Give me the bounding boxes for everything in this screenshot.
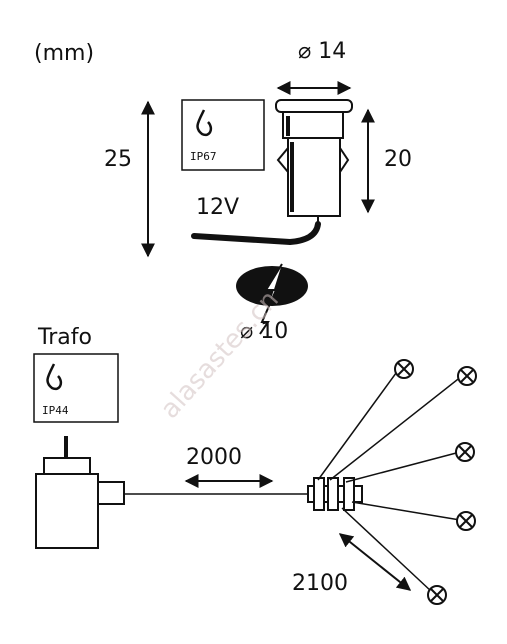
- ip67-badge: IP67: [181, 99, 265, 171]
- unit-label: (mm): [34, 41, 94, 66]
- lamp-icon: [394, 359, 414, 379]
- lamp-icon: [457, 366, 477, 386]
- main-cable-length-label: 2000: [186, 445, 242, 470]
- watermark: alasastes.cn: [155, 285, 285, 425]
- branch-cable: [329, 375, 463, 481]
- lamp-icon: [427, 585, 447, 605]
- drill-hole-icon: [236, 263, 308, 335]
- transformer-drawing: Trafo IP44 2000: [33, 325, 477, 605]
- branch-cable: [345, 451, 461, 483]
- spot-ip-rating: IP67: [190, 150, 217, 163]
- spot-diameter-label: ⌀ 14: [298, 39, 346, 64]
- branch-cable: [351, 501, 461, 521]
- spot-height-label: 20: [384, 147, 412, 172]
- hole-diameter-label: ⌀ 10: [240, 319, 288, 344]
- spot-light-drawing: ⌀ 14 20 25 IP67 12V: [104, 39, 412, 344]
- transformer-title: Trafo: [37, 325, 92, 350]
- branch-cable-length-arrow: [338, 533, 412, 591]
- branch-cable: [341, 507, 433, 593]
- spot-voltage-label: 12V: [196, 195, 239, 220]
- spot-light-body: [275, 99, 353, 224]
- spot-total-height-label: 25: [104, 147, 132, 172]
- water-drop-icon: [196, 109, 213, 137]
- water-drop-icon: [46, 363, 63, 391]
- ip44-badge: IP44: [33, 353, 119, 423]
- branch-cable-length-label: 2100: [292, 571, 348, 596]
- lamp-icon: [456, 511, 476, 531]
- lamp-icon: [455, 442, 475, 462]
- distributor-block: [307, 477, 363, 511]
- transformer-plug: [35, 436, 125, 549]
- branch-cable: [317, 368, 400, 481]
- spot-cable: [191, 221, 321, 246]
- transformer-ip-rating: IP44: [42, 404, 69, 417]
